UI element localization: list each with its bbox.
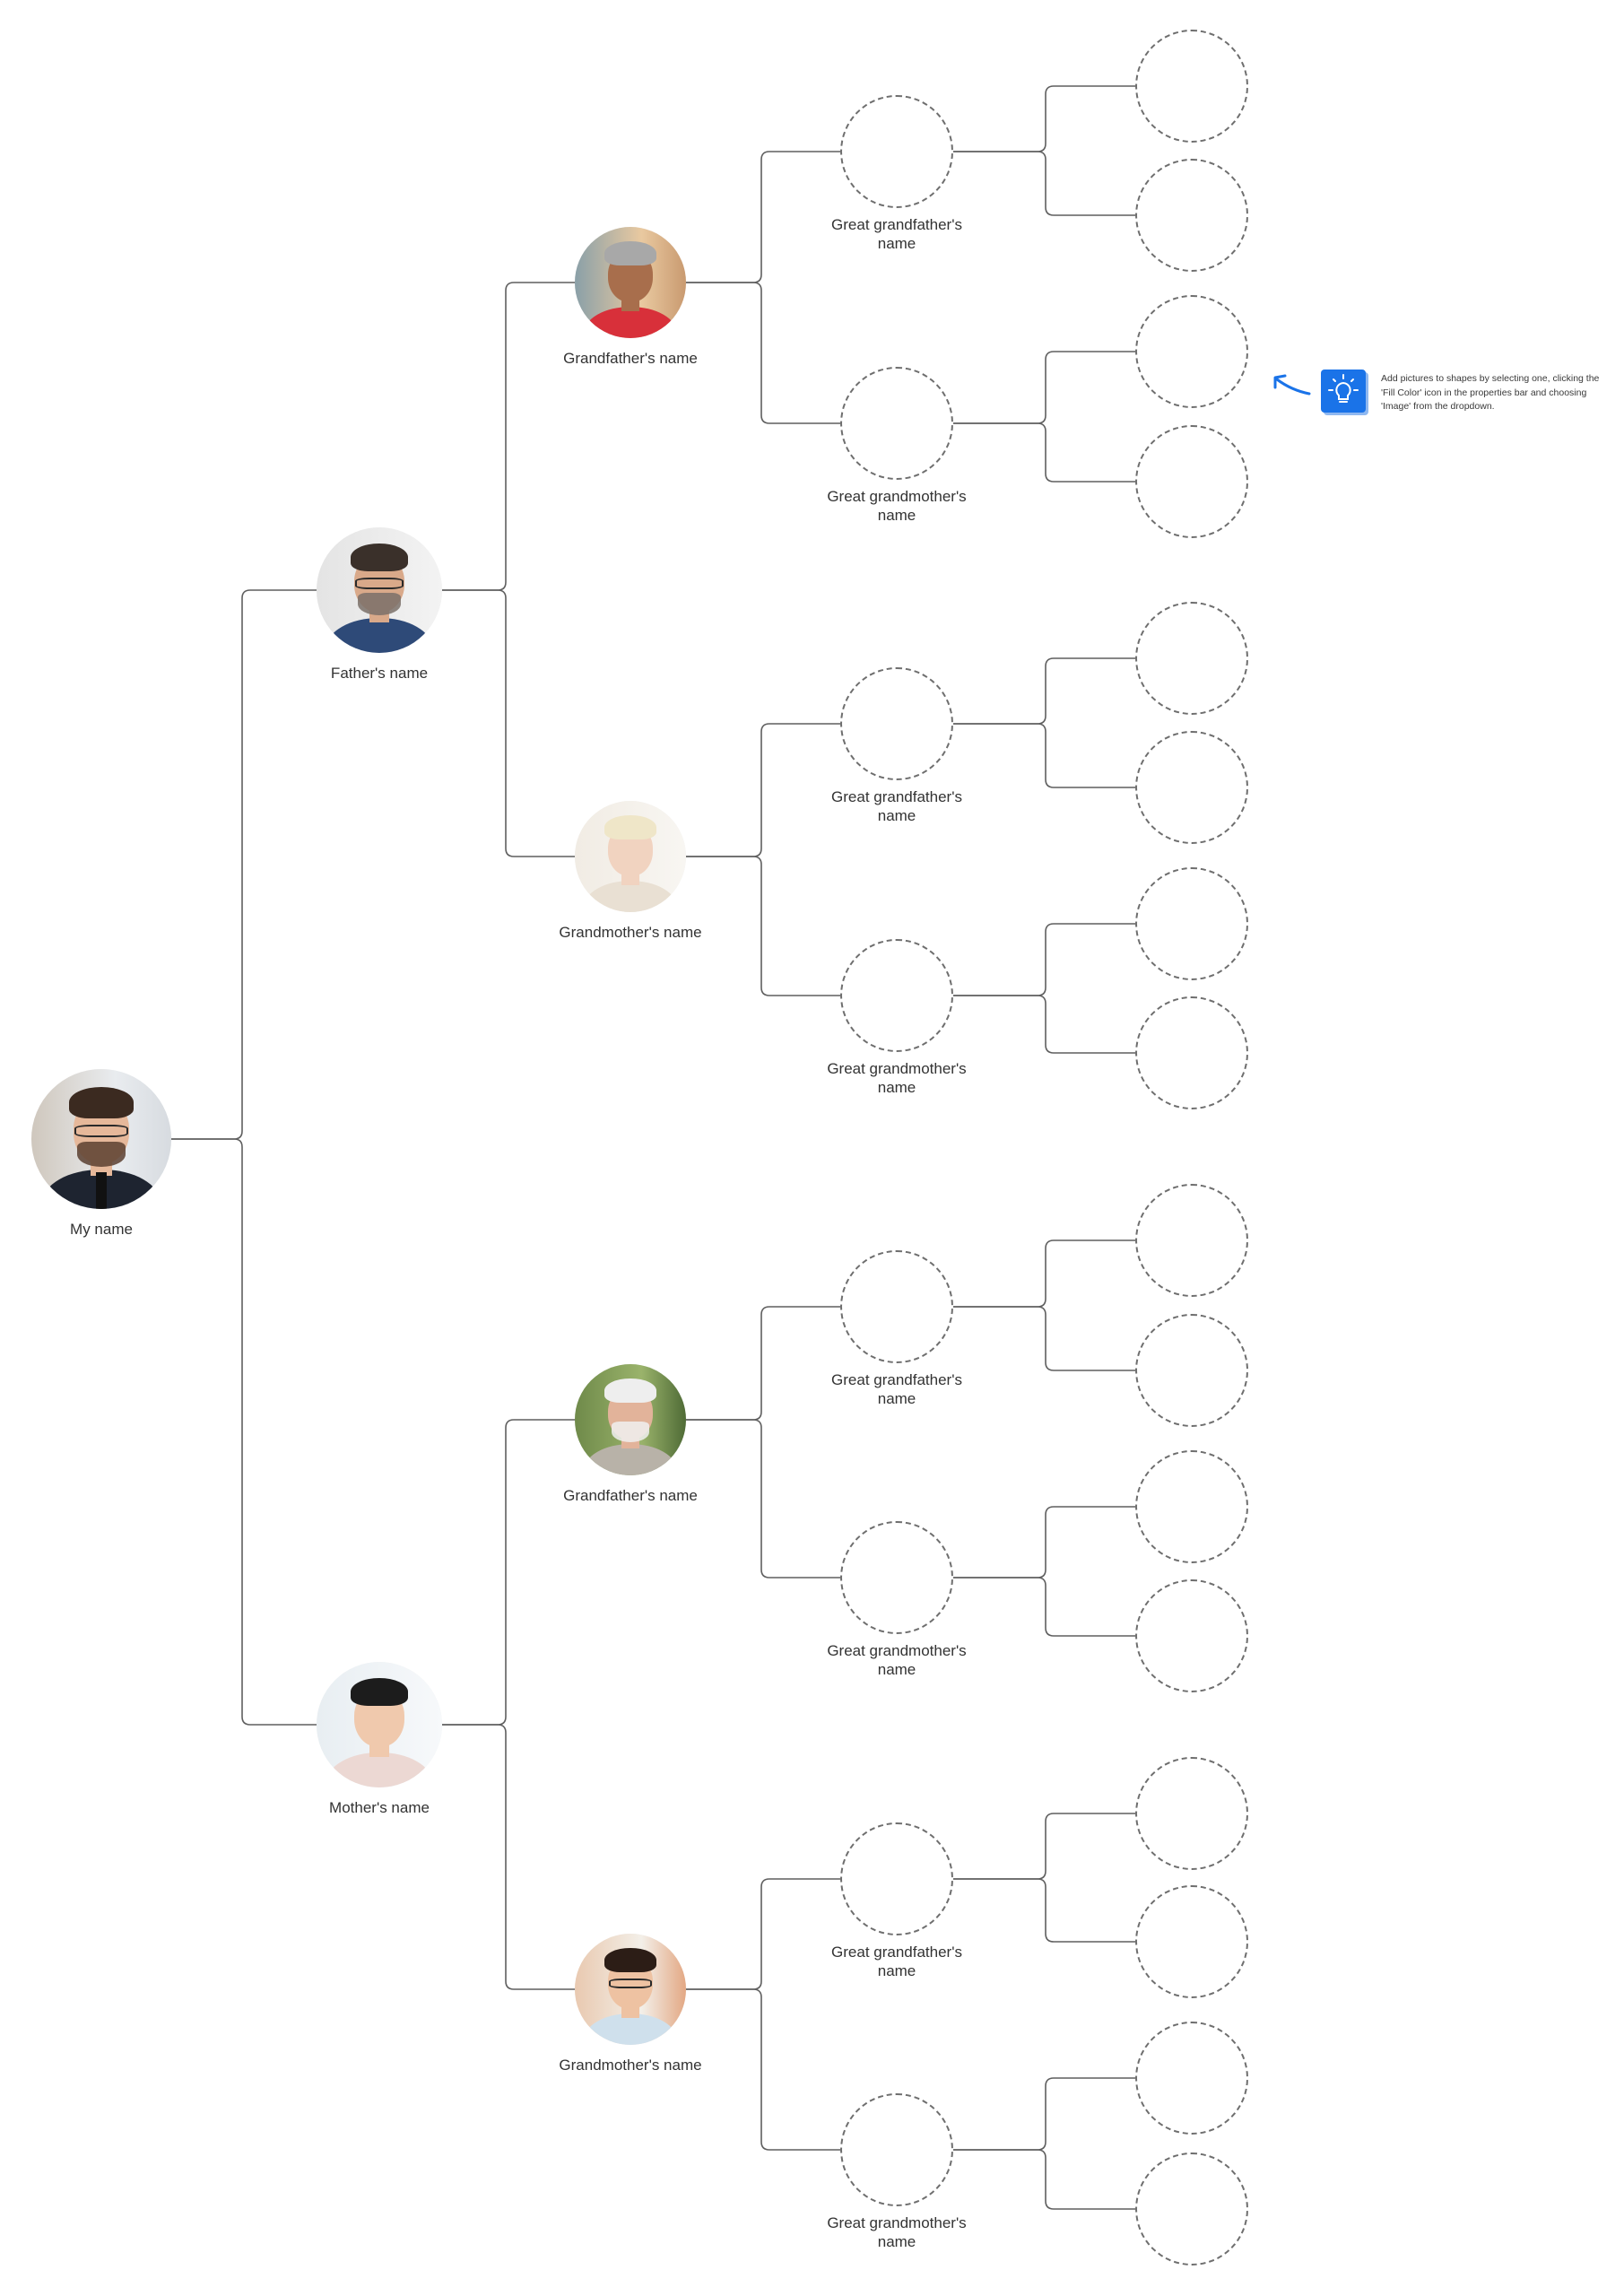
great-great-grandparent-placeholder[interactable] <box>1135 295 1248 408</box>
connector-line <box>442 282 575 591</box>
connector-line <box>442 589 575 857</box>
great-great-grandparent-placeholder[interactable] <box>1135 1184 1248 1297</box>
portrait-photo <box>575 227 686 338</box>
great-great-grandparent-placeholder[interactable] <box>1135 1579 1248 1692</box>
connector-line <box>442 1419 575 1726</box>
person-grandfather-paternal[interactable] <box>575 227 686 338</box>
connector-line <box>686 151 840 283</box>
great-great-grandparent-placeholder[interactable] <box>1135 30 1248 143</box>
tip-text: Add pictures to shapes by selecting one,… <box>1381 373 1600 412</box>
portrait-photo <box>317 527 442 653</box>
label-father[interactable]: Father's name <box>330 665 429 682</box>
connector-line <box>953 151 1135 216</box>
great-great-grandparent-placeholder[interactable] <box>1135 867 1248 980</box>
connector-line <box>686 1988 840 2151</box>
connector-line <box>686 1419 840 1578</box>
person-grandmother-maternal[interactable] <box>575 1934 686 2045</box>
great-great-grandparent-placeholder[interactable] <box>1135 1885 1248 1998</box>
portrait-photo <box>575 1364 686 1475</box>
great-great-grandparent-placeholder[interactable] <box>1135 1450 1248 1563</box>
great-great-grandparent-placeholder[interactable] <box>1135 159 1248 272</box>
connector-line <box>171 1138 317 1726</box>
connector-line <box>953 1239 1135 1308</box>
connector-line <box>953 1813 1135 1880</box>
great-grandparent-placeholder[interactable] <box>840 1250 953 1363</box>
connector-line <box>953 351 1135 424</box>
great-great-grandparent-placeholder[interactable] <box>1135 1757 1248 1870</box>
person-me[interactable] <box>31 1069 171 1209</box>
label-grandfather-maternal[interactable]: Grandfather's name <box>563 1487 698 1504</box>
label-grandmother-paternal[interactable]: Grandmother's name <box>559 924 702 941</box>
connector-line <box>953 657 1135 725</box>
great-great-grandparent-placeholder[interactable] <box>1135 425 1248 538</box>
portrait-photo <box>575 801 686 912</box>
person-grandmother-paternal[interactable] <box>575 801 686 912</box>
connector-line <box>686 856 840 996</box>
great-grandparent-placeholder[interactable] <box>840 367 953 480</box>
portrait-photo <box>575 1934 686 2045</box>
great-grandparent-placeholder[interactable] <box>840 1822 953 1935</box>
label-mother[interactable]: Mother's name <box>329 1799 430 1816</box>
connector-line <box>953 723 1135 788</box>
portrait-photo <box>317 1662 442 1787</box>
label-grandmother-maternal[interactable]: Grandmother's name <box>559 2057 702 2074</box>
arrow-left-icon <box>1273 374 1311 396</box>
connector-line <box>686 1306 840 1421</box>
great-great-grandparent-placeholder[interactable] <box>1135 1314 1248 1427</box>
connector-line <box>953 1506 1135 1578</box>
portrait-photo <box>31 1069 171 1209</box>
connector-line <box>686 282 840 424</box>
connector-line <box>686 1878 840 1990</box>
connector-line <box>442 1724 575 1990</box>
connector-line <box>953 995 1135 1054</box>
tip-icon-box <box>1321 370 1366 413</box>
great-grandparent-placeholder[interactable] <box>840 95 953 208</box>
lightbulb-icon <box>1328 374 1359 403</box>
great-great-grandparent-placeholder[interactable] <box>1135 996 1248 1109</box>
great-great-grandparent-placeholder[interactable] <box>1135 2022 1248 2135</box>
connector-line <box>171 589 317 1140</box>
label-me[interactable]: My name <box>70 1221 133 1238</box>
connector-line <box>953 2077 1135 2151</box>
great-great-grandparent-placeholder[interactable] <box>1135 602 1248 715</box>
great-great-grandparent-placeholder[interactable] <box>1135 731 1248 844</box>
great-grandparent-placeholder[interactable] <box>840 1521 953 1634</box>
person-grandfather-maternal[interactable] <box>575 1364 686 1475</box>
great-great-grandparent-placeholder[interactable] <box>1135 2152 1248 2266</box>
connector-line <box>953 422 1135 483</box>
connector-line <box>953 1577 1135 1637</box>
person-mother[interactable] <box>317 1662 442 1787</box>
tip-callout: Add pictures to shapes by selecting one,… <box>1272 363 1612 426</box>
great-grandparent-placeholder[interactable] <box>840 2093 953 2206</box>
connector-line <box>686 723 840 857</box>
person-father[interactable] <box>317 527 442 653</box>
connector-line <box>953 1878 1135 1943</box>
great-grandparent-placeholder[interactable] <box>840 939 953 1052</box>
connector-line <box>953 85 1135 152</box>
connector-line <box>953 1306 1135 1371</box>
label-grandfather-paternal[interactable]: Grandfather's name <box>563 350 698 367</box>
great-grandparent-placeholder[interactable] <box>840 667 953 780</box>
connector-line <box>953 923 1135 996</box>
connector-line <box>953 2149 1135 2210</box>
